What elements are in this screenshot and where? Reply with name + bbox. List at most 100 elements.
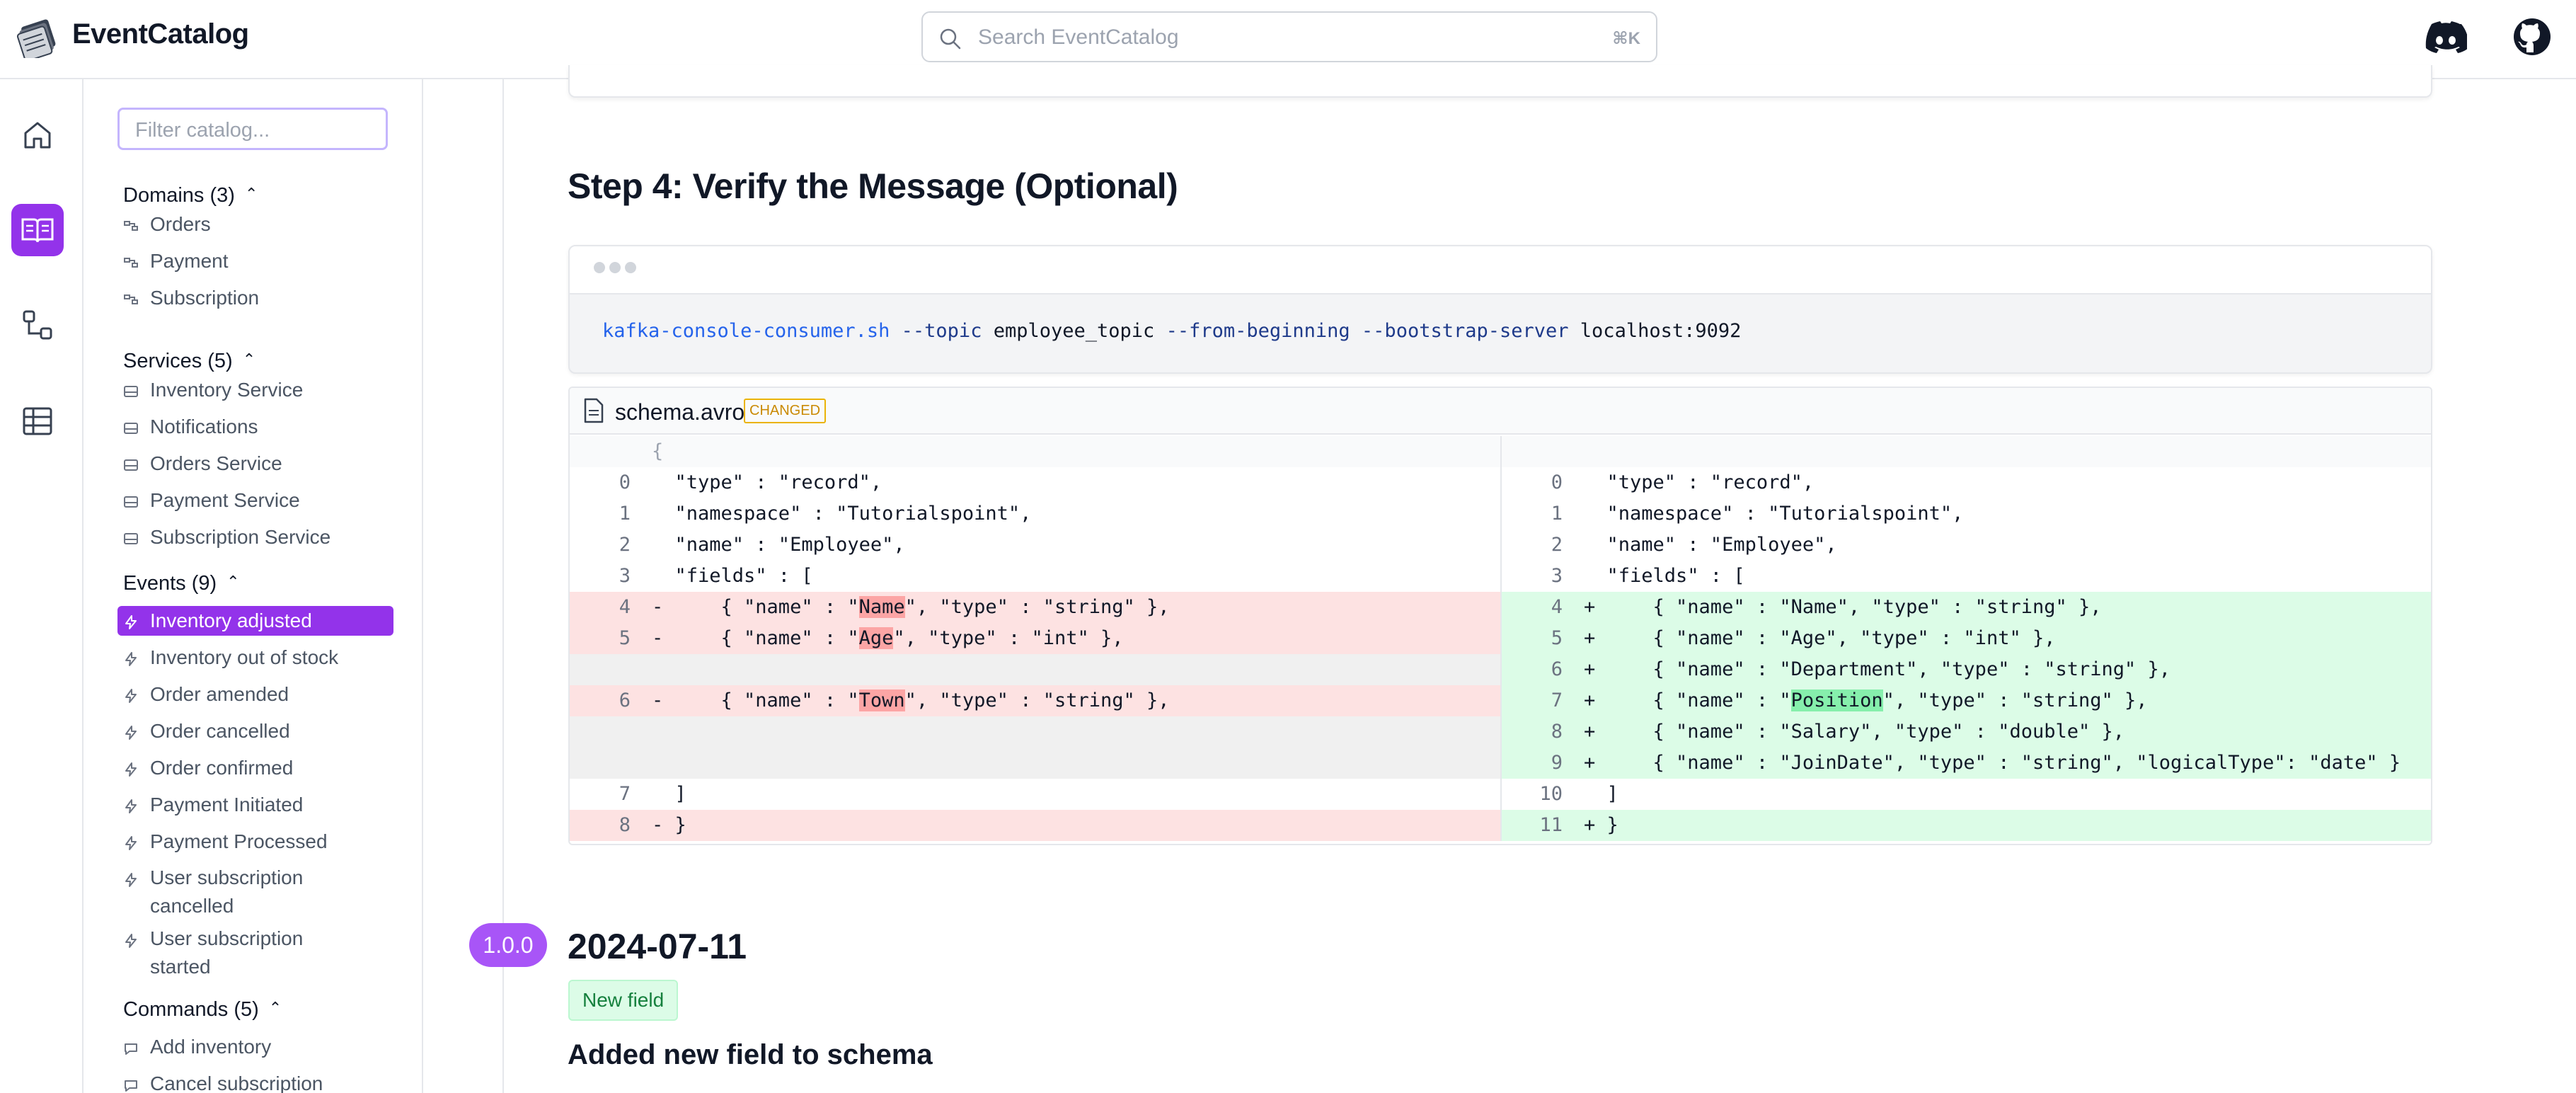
diff-right-gutter: 0 bbox=[1502, 467, 1574, 498]
sidebar-item[interactable]: User subscription cancelled bbox=[117, 864, 393, 920]
rail-home-button[interactable] bbox=[11, 109, 64, 161]
domain-icon bbox=[124, 258, 138, 268]
file-icon bbox=[584, 398, 604, 423]
diff-left-code: { bbox=[642, 436, 1500, 467]
server-icon bbox=[124, 459, 138, 471]
diff-divider bbox=[1500, 716, 1502, 748]
sidebar-item[interactable]: Payment Service bbox=[117, 486, 393, 515]
sidebar-item-label: Inventory out of stock bbox=[150, 646, 339, 668]
change-heading: Added new field to schema bbox=[568, 1039, 933, 1070]
sidebar-item[interactable]: Payment Initiated bbox=[117, 790, 393, 820]
diff-row: { bbox=[570, 436, 2431, 467]
sidebar-item[interactable]: Payment bbox=[117, 246, 393, 276]
diff-row: 6+ { "name" : "Department", "type" : "st… bbox=[570, 654, 2431, 685]
diff-row: 7 ]10 ] bbox=[570, 779, 2431, 810]
chevron-up-icon: ⌃ bbox=[244, 185, 258, 202]
window-dot bbox=[625, 262, 636, 273]
diff-header: schema.avro CHANGED bbox=[570, 388, 2431, 435]
diff-left-code bbox=[642, 716, 1500, 748]
diff-left-code bbox=[642, 748, 1500, 779]
rail-visualizer-button[interactable] bbox=[11, 299, 64, 351]
diff-right-code: + } bbox=[1574, 810, 2431, 841]
diff-row: 8- }11+ } bbox=[570, 810, 2431, 841]
diff-right-code: "name" : "Employee", bbox=[1574, 530, 2431, 561]
sidebar-section-header[interactable]: Events (9)⌃ bbox=[123, 572, 240, 595]
chevron-up-icon: ⌃ bbox=[226, 573, 240, 590]
window-dot bbox=[594, 262, 605, 273]
chevron-up-icon: ⌃ bbox=[242, 350, 256, 368]
github-icon[interactable] bbox=[2511, 17, 2553, 57]
version-date: 2024-07-11 bbox=[568, 927, 747, 966]
sidebar-item-label: Order confirmed bbox=[150, 757, 294, 779]
rail-docs-button[interactable] bbox=[11, 204, 64, 256]
step-heading: Step 4: Verify the Message (Optional) bbox=[568, 166, 1178, 206]
diff-left-code: ] bbox=[642, 779, 1500, 810]
diff-row: 3 "fields" : [3 "fields" : [ bbox=[570, 561, 2431, 592]
sidebar-item[interactable]: Order cancelled bbox=[117, 716, 393, 746]
eventcatalog-logo-icon[interactable] bbox=[16, 14, 59, 58]
sidebar-item-label: Subscription Service bbox=[150, 526, 331, 548]
diff-right-code: "fields" : [ bbox=[1574, 561, 2431, 592]
diff-right-code: + { "name" : "JoinDate", "type" : "strin… bbox=[1574, 748, 2431, 779]
discord-icon[interactable] bbox=[2425, 17, 2467, 57]
diff-left-gutter: 5 bbox=[570, 623, 642, 654]
diff-right-code: ] bbox=[1574, 779, 2431, 810]
diff-row: 8+ { "name" : "Salary", "type" : "double… bbox=[570, 716, 2431, 748]
diff-left-code: - { "name" : "Name", "type" : "string" }… bbox=[642, 592, 1500, 623]
sidebar-section-header[interactable]: Domains (3) ⌃ bbox=[123, 184, 258, 207]
sidebar-item[interactable]: Payment Processed bbox=[117, 827, 393, 857]
sidebar-item[interactable]: User subscription started bbox=[117, 925, 393, 981]
sidebar-item[interactable]: Orders Service bbox=[117, 449, 393, 479]
bolt-icon bbox=[125, 689, 137, 703]
chat-icon bbox=[125, 1080, 137, 1092]
sidebar-section-title: Domains (3) bbox=[123, 184, 235, 207]
sidebar-item[interactable]: Orders bbox=[117, 210, 393, 239]
terminal-command[interactable]: kafka-console-consumer.sh --topic employ… bbox=[602, 320, 1742, 342]
window-dot bbox=[609, 262, 621, 273]
diff-row: 1 "namespace" : "Tutorialspoint",1 "name… bbox=[570, 498, 2431, 530]
sidebar-section-header[interactable]: Services (5)⌃ bbox=[123, 350, 255, 373]
diff-divider bbox=[1500, 654, 1502, 685]
search-box[interactable]: Search EventCatalog ⌘K bbox=[921, 11, 1657, 62]
sidebar-item-label: Orders Service bbox=[150, 452, 282, 474]
sidebar-item[interactable]: Notifications bbox=[117, 412, 393, 442]
sidebar-item[interactable]: Order amended bbox=[117, 680, 393, 709]
table-icon bbox=[23, 407, 52, 435]
diff-left-gutter: 7 bbox=[570, 779, 642, 810]
sidebar-item[interactable]: Inventory Service bbox=[117, 375, 393, 405]
sidebar-item-label: User subscription cancelled bbox=[150, 866, 304, 917]
sidebar-item[interactable]: Cancel subscription bbox=[117, 1069, 393, 1093]
sidebar-item-label: Payment bbox=[150, 250, 229, 272]
diff-row: 5- { "name" : "Age", "type" : "int" },5+… bbox=[570, 623, 2431, 654]
diff-left-code: - { "name" : "Town", "type" : "string" }… bbox=[642, 685, 1500, 716]
diff-right-code: + { "name" : "Position", "type" : "strin… bbox=[1574, 685, 2431, 716]
rail-table-button[interactable] bbox=[11, 395, 64, 447]
diff-right-gutter: 4 bbox=[1502, 592, 1574, 623]
bolt-icon bbox=[125, 873, 137, 887]
diff-filename: schema.avro bbox=[615, 399, 745, 425]
sidebar-item-label: Cancel subscription bbox=[150, 1072, 323, 1093]
diff-left-code: "name" : "Employee", bbox=[642, 530, 1500, 561]
diff-divider bbox=[1500, 748, 1502, 779]
diff-divider bbox=[1500, 436, 1502, 467]
sidebar-item[interactable]: Inventory adjusted bbox=[117, 606, 393, 636]
diff-left-gutter bbox=[570, 748, 642, 779]
diff-right-gutter: 8 bbox=[1502, 716, 1574, 748]
diff-right-code: + { "name" : "Age", "type" : "int" }, bbox=[1574, 623, 2431, 654]
diff-right-code: "namespace" : "Tutorialspoint", bbox=[1574, 498, 2431, 530]
sidebar-item[interactable]: Inventory out of stock bbox=[117, 643, 393, 673]
domain-icon bbox=[124, 294, 138, 304]
sidebar-item[interactable]: Subscription Service bbox=[117, 522, 393, 552]
brand-title[interactable]: EventCatalog bbox=[72, 18, 249, 50]
sidebar-section-header[interactable]: Commands (5)⌃ bbox=[123, 998, 282, 1022]
filter-input[interactable]: Filter catalog... bbox=[117, 108, 388, 150]
diff-divider bbox=[1500, 530, 1502, 561]
sidebar-item[interactable]: Subscription bbox=[117, 283, 393, 313]
sidebar-item-label: Payment Processed bbox=[150, 830, 328, 852]
diff-left-gutter: 4 bbox=[570, 592, 642, 623]
sidebar-item[interactable]: Add inventory bbox=[117, 1032, 393, 1062]
sidebar-item[interactable]: Order confirmed bbox=[117, 753, 393, 783]
sidebar-item-label: Order cancelled bbox=[150, 720, 290, 742]
diff-left-gutter: 8 bbox=[570, 810, 642, 841]
diff-right-gutter: 1 bbox=[1502, 498, 1574, 530]
